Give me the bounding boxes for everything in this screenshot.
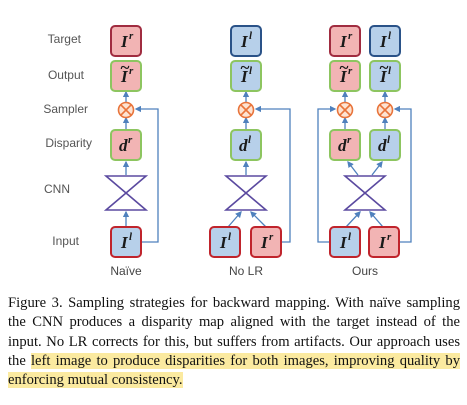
cnn-icon	[223, 175, 269, 211]
row-labels: Target Output Sampler Disparity CNN Inpu…	[43, 32, 92, 248]
superscript-r: r	[128, 134, 133, 146]
symbol-i: I	[120, 32, 129, 51]
symbol-i: I	[219, 233, 228, 252]
symbol-i: I	[379, 32, 388, 51]
input-box-left	[329, 226, 361, 258]
superscript-l: l	[129, 231, 133, 243]
symbol-i: I	[339, 32, 348, 51]
symbol-i: I	[339, 233, 348, 252]
input-box	[110, 226, 142, 258]
caption-highlight: left image to produce disparities for bo…	[8, 352, 460, 389]
symbol-d: d	[378, 136, 387, 155]
row-label-input: Input	[52, 234, 79, 248]
superscript-r: r	[348, 65, 353, 77]
cnn-icon	[342, 175, 388, 211]
target-box	[230, 25, 262, 57]
sampler-icon	[336, 101, 354, 119]
symbol-i: I	[379, 67, 388, 86]
tilde-mark: ~	[339, 58, 349, 77]
symbol-i: I	[339, 67, 348, 86]
disparity-box-left	[369, 129, 401, 161]
target-box-right	[329, 25, 361, 57]
target-box	[110, 25, 142, 57]
column-label-naive: Naïve	[110, 264, 142, 278]
cnn-icon	[103, 175, 149, 211]
input-box-right	[368, 226, 400, 258]
superscript-l: l	[388, 65, 392, 77]
column-label-ours: Ours	[352, 264, 378, 278]
arrow	[393, 105, 412, 243]
sampler-icon	[237, 101, 255, 119]
tilde-mark: ~	[240, 58, 250, 77]
arrow	[347, 160, 359, 176]
row-label-cnn: CNN	[44, 182, 70, 196]
arrow	[134, 105, 159, 243]
arrow	[317, 105, 337, 243]
superscript-r: r	[129, 30, 134, 42]
caption-text: Figure 3. Sampling strategies for backwa…	[8, 295, 460, 369]
row-label-target: Target	[48, 32, 82, 46]
disparity-box	[110, 129, 142, 161]
row-label-output: Output	[48, 68, 85, 82]
arrow	[371, 160, 383, 176]
output-box	[230, 60, 262, 92]
superscript-l: l	[348, 231, 352, 243]
output-box	[110, 60, 142, 92]
arrow	[250, 211, 267, 228]
column-naive: I r ~ I r d r I l Naïve	[103, 25, 159, 278]
output-box-right	[329, 60, 361, 92]
sampling-strategies-figure: Target Output Sampler Disparity CNN Inpu…	[43, 25, 412, 278]
symbol-d: d	[239, 136, 248, 155]
row-label-disparity: Disparity	[45, 136, 92, 150]
superscript-r: r	[347, 134, 352, 146]
symbol-i: I	[120, 233, 129, 252]
tilde-mark: ~	[379, 58, 389, 77]
symbol-i: I	[240, 67, 249, 86]
arrow	[345, 211, 361, 228]
superscript-l: l	[388, 30, 392, 42]
input-box-right	[250, 226, 282, 258]
disparity-box-right	[329, 129, 361, 161]
row-label-sampler: Sampler	[43, 102, 88, 116]
superscript-r: r	[129, 65, 134, 77]
column-label-nolr: No LR	[229, 264, 263, 278]
column-ours: I r I l ~ I r ~ I l d r d l	[317, 25, 412, 278]
arrow	[227, 211, 242, 228]
superscript-l: l	[248, 134, 252, 146]
arrow	[369, 211, 384, 228]
superscript-r: r	[269, 231, 274, 243]
superscript-r: r	[387, 231, 392, 243]
symbol-i: I	[260, 233, 269, 252]
column-nolr: I l ~ I l d l I l I r No LR	[209, 25, 291, 278]
input-box-left	[209, 226, 241, 258]
superscript-l: l	[249, 30, 253, 42]
symbol-d: d	[119, 136, 128, 155]
symbol-i: I	[240, 32, 249, 51]
superscript-l: l	[387, 134, 391, 146]
tilde-mark: ~	[120, 58, 130, 77]
superscript-l: l	[228, 231, 232, 243]
symbol-i: I	[378, 233, 387, 252]
sampler-icon	[376, 101, 394, 119]
superscript-r: r	[348, 30, 353, 42]
symbol-d: d	[338, 136, 347, 155]
symbol-i: I	[120, 67, 129, 86]
target-box-left	[369, 25, 401, 57]
arrow	[254, 105, 291, 243]
superscript-l: l	[249, 65, 253, 77]
sampler-icon	[117, 101, 135, 119]
disparity-box	[230, 129, 262, 161]
output-box-left	[369, 60, 401, 92]
figure-caption: Figure 3. Sampling strategies for backwa…	[8, 294, 460, 390]
